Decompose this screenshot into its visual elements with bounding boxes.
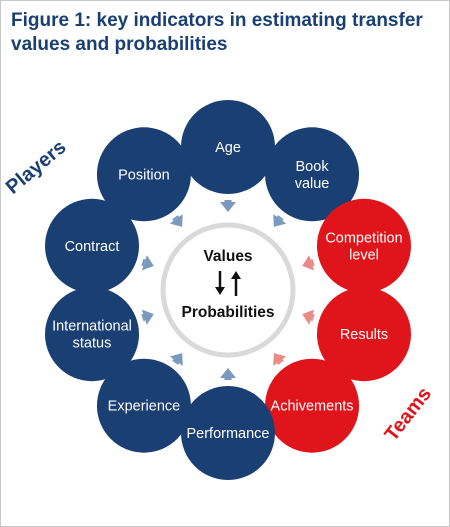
arrow-competition-level: [302, 255, 315, 271]
arrow-position: [169, 214, 183, 227]
center-circle: [160, 222, 296, 358]
arrow-performance: [220, 368, 236, 380]
center-values-label: Values: [203, 248, 252, 265]
node-label-book-value: value: [295, 176, 330, 192]
node-experience: Experience: [96, 358, 191, 453]
node-label-results: Results: [340, 327, 388, 343]
node-circle-age: [181, 100, 275, 194]
node-label-contract: Contract: [65, 239, 120, 255]
arrow-achivements: [273, 353, 287, 366]
node-circle-results: [317, 287, 412, 382]
nodes-layer: AgeBookvalueCompetitionlevelResultsAchiv…: [44, 100, 412, 480]
arrow-age: [220, 200, 236, 212]
node-label-experience: Experience: [108, 399, 181, 415]
node-contract: Contract: [44, 198, 139, 293]
node-label-international-status: International: [52, 319, 132, 335]
node-circle-competition-level: [317, 198, 412, 293]
node-achivements: Achivements: [265, 358, 360, 453]
arrow-results: [302, 309, 315, 325]
node-performance: Performance: [181, 386, 275, 480]
arrow-book-value: [273, 214, 287, 227]
node-circle-book-value: [265, 127, 360, 222]
node-circle-contract: [44, 198, 139, 293]
figure-title: Figure 1: key indicators in estimating t…: [11, 10, 423, 55]
node-label-position: Position: [118, 167, 170, 183]
node-position: Position: [96, 127, 191, 222]
node-label-age: Age: [215, 140, 241, 156]
node-label-achivements: Achivements: [271, 399, 354, 415]
center-probabilities-label: Probabilities: [181, 304, 274, 321]
node-circle-position: [96, 127, 191, 222]
node-label-international-status: status: [73, 336, 112, 352]
node-circle-experience: [96, 358, 191, 453]
arrow-contract: [141, 255, 154, 271]
arrows-layer: [141, 200, 315, 380]
node-results: Results: [317, 287, 412, 382]
node-age: Age: [181, 100, 275, 194]
node-label-book-value: Book: [296, 159, 330, 175]
node-circle-achivements: [265, 358, 360, 453]
players-group-label: Players: [2, 136, 71, 199]
teams-group-label: Teams: [381, 383, 436, 445]
node-label-competition-level: Competition: [325, 230, 402, 246]
node-label-performance: Performance: [186, 426, 269, 442]
arrow-international-status: [141, 309, 154, 325]
node-circle-performance: [181, 386, 275, 480]
arrow-experience: [169, 353, 183, 366]
node-label-competition-level: level: [349, 247, 379, 263]
node-circle-international-status: [44, 287, 139, 382]
up-down-arrows-icon: [215, 271, 241, 296]
